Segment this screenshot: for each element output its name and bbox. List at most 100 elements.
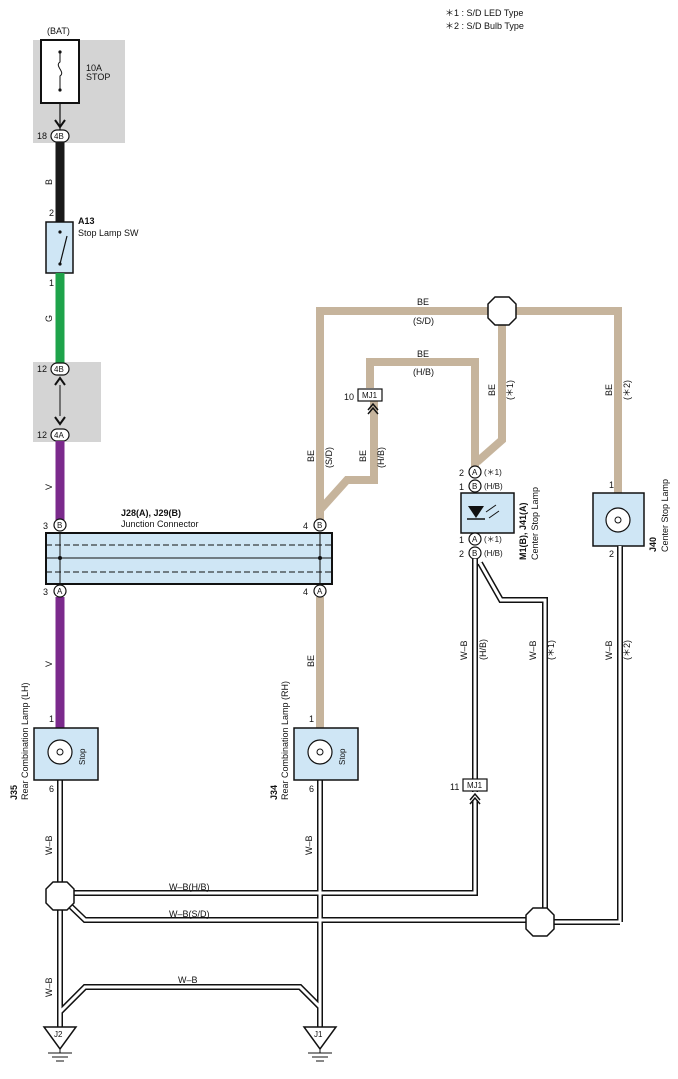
pin-3-top: 3 <box>43 521 48 531</box>
connector-4b-mid-label: 4B <box>54 365 64 374</box>
pin-11: 11 <box>450 782 459 792</box>
wire-v-label-2: V <box>44 661 54 667</box>
splice-left <box>45 881 75 911</box>
wire-star2-b: (＊2) <box>622 640 632 660</box>
wire-wb-bottom-label: W–B <box>178 975 198 985</box>
led-conn-b-bottom-label: B <box>472 549 477 558</box>
junction-node-left <box>58 556 62 560</box>
wire-wb-lh: W–B <box>44 835 54 855</box>
pin-4-top: 4 <box>303 521 308 531</box>
pin-6-rh: 6 <box>309 784 314 794</box>
bulb-name: Center Stop Lamp <box>660 479 670 552</box>
center-stop-lamp-led <box>460 492 515 534</box>
pin-1-rh: 1 <box>309 714 314 724</box>
fuse-symbol <box>57 52 63 90</box>
led-diode-icon <box>468 506 484 518</box>
splice-right <box>525 907 555 937</box>
led-conn-a-top-label: A <box>472 468 478 477</box>
connector-shade <box>33 362 101 442</box>
fuse-name: STOP <box>86 72 110 82</box>
wire-be-star1: BE <box>487 384 497 396</box>
wire-be-top: BE <box>417 297 429 307</box>
pin-1-bulb: 1 <box>609 480 614 490</box>
wire-b-label: B <box>44 179 54 185</box>
led-tag-hb-bottom: (H/B) <box>484 549 503 558</box>
junction-a-left <box>53 584 67 598</box>
pin-1-led-top: 1 <box>459 482 464 492</box>
rh-bulb-icon <box>307 739 333 765</box>
junction-id: J28(A), J29(B) <box>121 508 181 518</box>
wire-wb-group <box>57 546 623 1027</box>
connector-arrow-down <box>54 416 66 426</box>
bulb-filament-icon <box>614 516 622 524</box>
led-conn-b-top-label: B <box>472 482 477 491</box>
ground-j2 <box>42 1026 78 1051</box>
led-id: M1(B), J41(A) <box>518 502 528 560</box>
connector-mj1-bottom-label: MJ1 <box>467 781 483 790</box>
switch-terminal-top <box>58 230 62 234</box>
pin-6-lh: 6 <box>49 784 54 794</box>
rh-id: J34 <box>269 785 279 800</box>
pin-10: 10 <box>344 392 354 402</box>
legend-note-1: ＊1 : S/D LED Type <box>445 8 523 18</box>
bulb-icon <box>605 507 631 533</box>
led-emission-icon <box>485 504 500 519</box>
wire-be-star2: BE <box>604 384 614 396</box>
connector-4b-mid <box>50 362 70 376</box>
led-conn-a-bottom <box>468 532 482 546</box>
led-conn-a-bottom-label: A <box>472 535 478 544</box>
wire-wbhb-label: W–B(H/B) <box>169 882 210 892</box>
rh-name: Rear Combination Lamp (RH) <box>280 681 290 800</box>
junction-b-left-label: B <box>57 521 62 530</box>
junction-a-right-label: A <box>317 587 323 596</box>
pin-18: 18 <box>37 131 47 141</box>
led-tag-star1-bottom: (＊1) <box>484 535 502 544</box>
lh-name: Rear Combination Lamp (LH) <box>20 682 30 800</box>
pin-1-lh: 1 <box>49 714 54 724</box>
bulb-id: J40 <box>648 537 658 552</box>
junction-b-right <box>313 518 327 532</box>
wire-beige-group <box>316 307 622 728</box>
connector-arrow-up <box>54 376 66 386</box>
wire-wb-led: W–B <box>459 640 469 660</box>
fuse-rating: 10A <box>86 63 102 73</box>
junction-a-left-label: A <box>57 587 63 596</box>
mj1-top-arrow <box>367 402 379 415</box>
wire-wb-star2: W–B <box>604 640 614 660</box>
ground-j1-label: J1 <box>314 1030 323 1039</box>
wire-sd-top: (S/D) <box>413 316 434 326</box>
wire-be-rh: BE <box>306 655 316 667</box>
connector-mj1-top-label: MJ1 <box>362 391 378 400</box>
ground-j2-label: J2 <box>54 1030 63 1039</box>
pin-2-led-top: 2 <box>459 468 464 478</box>
rh-filament-icon <box>316 748 324 756</box>
wire-be-hb: BE <box>417 349 429 359</box>
pin-2-switch: 2 <box>49 208 54 218</box>
legend-note-2: ＊2 : S/D Bulb Type <box>445 21 524 31</box>
led-conn-a-top <box>468 465 482 479</box>
wire-sd-left: (S/D) <box>324 447 334 468</box>
fuse-terminal-bottom <box>58 88 62 92</box>
junction-node-right <box>318 556 322 560</box>
pin-2-led-bottom: 2 <box>459 549 464 559</box>
wire-hb-led: (H/B) <box>478 639 488 660</box>
pin-12-a: 12 <box>37 364 47 374</box>
led-conn-b-top <box>468 479 482 493</box>
lh-bulb-icon <box>47 739 73 765</box>
wire-wb-star1: W–B <box>528 640 538 660</box>
led-name: Center Stop Lamp <box>530 487 540 560</box>
connector-4b-top-label: 4B <box>54 132 64 141</box>
wire-be-left: BE <box>306 450 316 462</box>
ground-j1 <box>302 1026 338 1051</box>
rh-stop-label: Stop <box>338 748 347 765</box>
splice-top <box>487 296 517 326</box>
switch-terminal-bottom <box>58 262 62 266</box>
connector-mj1-top <box>357 388 383 402</box>
wire-star2-a: (＊2) <box>622 380 632 400</box>
wire-hb-top: (H/B) <box>413 367 434 377</box>
wire-wb-lh-lower: W–B <box>44 977 54 997</box>
fuse-source: (BAT) <box>47 26 70 36</box>
ground-j1-symbol <box>308 1049 332 1062</box>
pin-3-bottom: 3 <box>43 587 48 597</box>
